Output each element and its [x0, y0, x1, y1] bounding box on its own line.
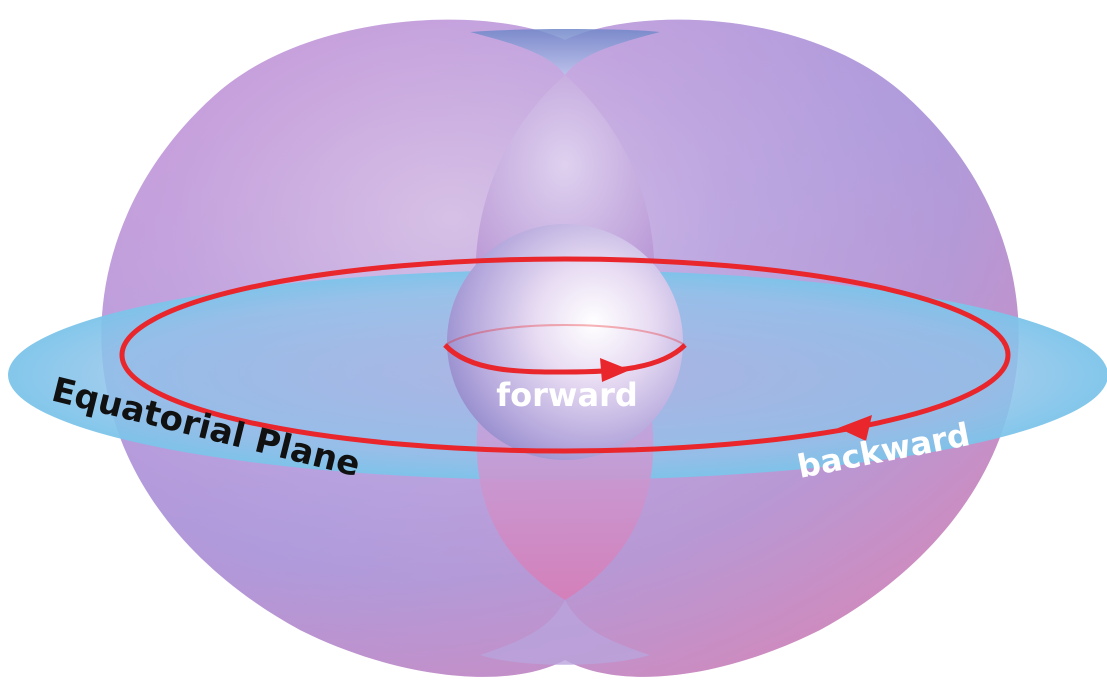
bottom-cusp: [480, 600, 650, 665]
forward-label: forward: [496, 376, 638, 414]
backward-arrow-icon: [838, 415, 872, 441]
inner-lens-lower: [476, 420, 654, 600]
inner-orbit-ring-back: [444, 323, 686, 346]
inner-orbit-ring: [443, 343, 687, 375]
outer-orbit-ring: [119, 256, 1011, 454]
top-cusp: [470, 29, 660, 75]
forward-arrow-icon: [600, 358, 630, 382]
event-horizon-sphere: [447, 224, 683, 460]
